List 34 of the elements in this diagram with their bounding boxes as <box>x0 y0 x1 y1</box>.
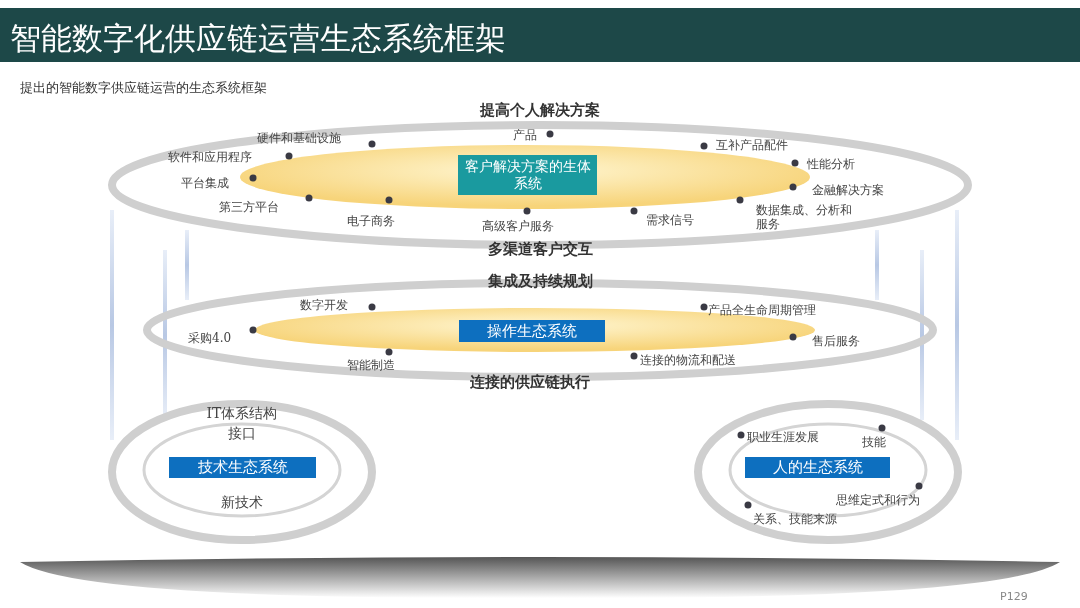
layer-heading: 连接的供应链执行 <box>470 373 590 391</box>
item-label: 接口 <box>228 425 256 442</box>
item-label: 数字开发 <box>300 298 348 312</box>
system-box: 技术生态系统 <box>169 457 316 478</box>
system-box: 客户解决方案的生体系统 <box>458 155 597 195</box>
item-label: 第三方平台 <box>219 200 279 214</box>
item-label: 硬件和基础设施 <box>257 131 341 145</box>
item-label: 职业生涯发展 <box>747 430 819 444</box>
item-label: 金融解决方案 <box>812 183 884 197</box>
item-label: 产品全生命周期管理 <box>708 303 816 317</box>
subtitle: 提出的智能数字供应链运营的生态系统框架 <box>20 81 267 95</box>
system-box: 操作生态系统 <box>459 320 605 342</box>
item-label: 智能制造 <box>347 358 395 372</box>
item-label: 数据集成、分析和服务 <box>756 203 853 231</box>
title: 智能数字化供应链运营生态系统框架 <box>10 20 506 56</box>
item-label: 售后服务 <box>812 334 860 348</box>
item-label: 平台集成 <box>181 176 229 190</box>
item-label: 软件和应用程序 <box>168 150 252 164</box>
item-label: 高级客户服务 <box>482 219 554 233</box>
item-label: 需求信号 <box>646 213 694 227</box>
item-label: 电子商务 <box>347 214 395 228</box>
system-box: 人的生态系统 <box>745 457 890 478</box>
item-label: IT体系结构 <box>206 405 278 422</box>
item-label: 产品 <box>513 128 537 142</box>
item-label: 连接的物流和配送 <box>640 353 736 367</box>
item-label: 关系、技能来源 <box>753 512 837 526</box>
item-label: 思维定式和行为 <box>836 493 920 507</box>
layer-heading: 提高个人解决方案 <box>480 101 600 119</box>
layer-heading: 集成及持续规划 <box>487 272 593 290</box>
item-label: 采购4.0 <box>188 331 232 345</box>
item-label: 新技术 <box>221 494 263 511</box>
item-label: 性能分析 <box>807 157 855 171</box>
layer-heading: 多渠道客户交互 <box>487 240 593 258</box>
item-label: 互补产品配件 <box>716 138 788 152</box>
